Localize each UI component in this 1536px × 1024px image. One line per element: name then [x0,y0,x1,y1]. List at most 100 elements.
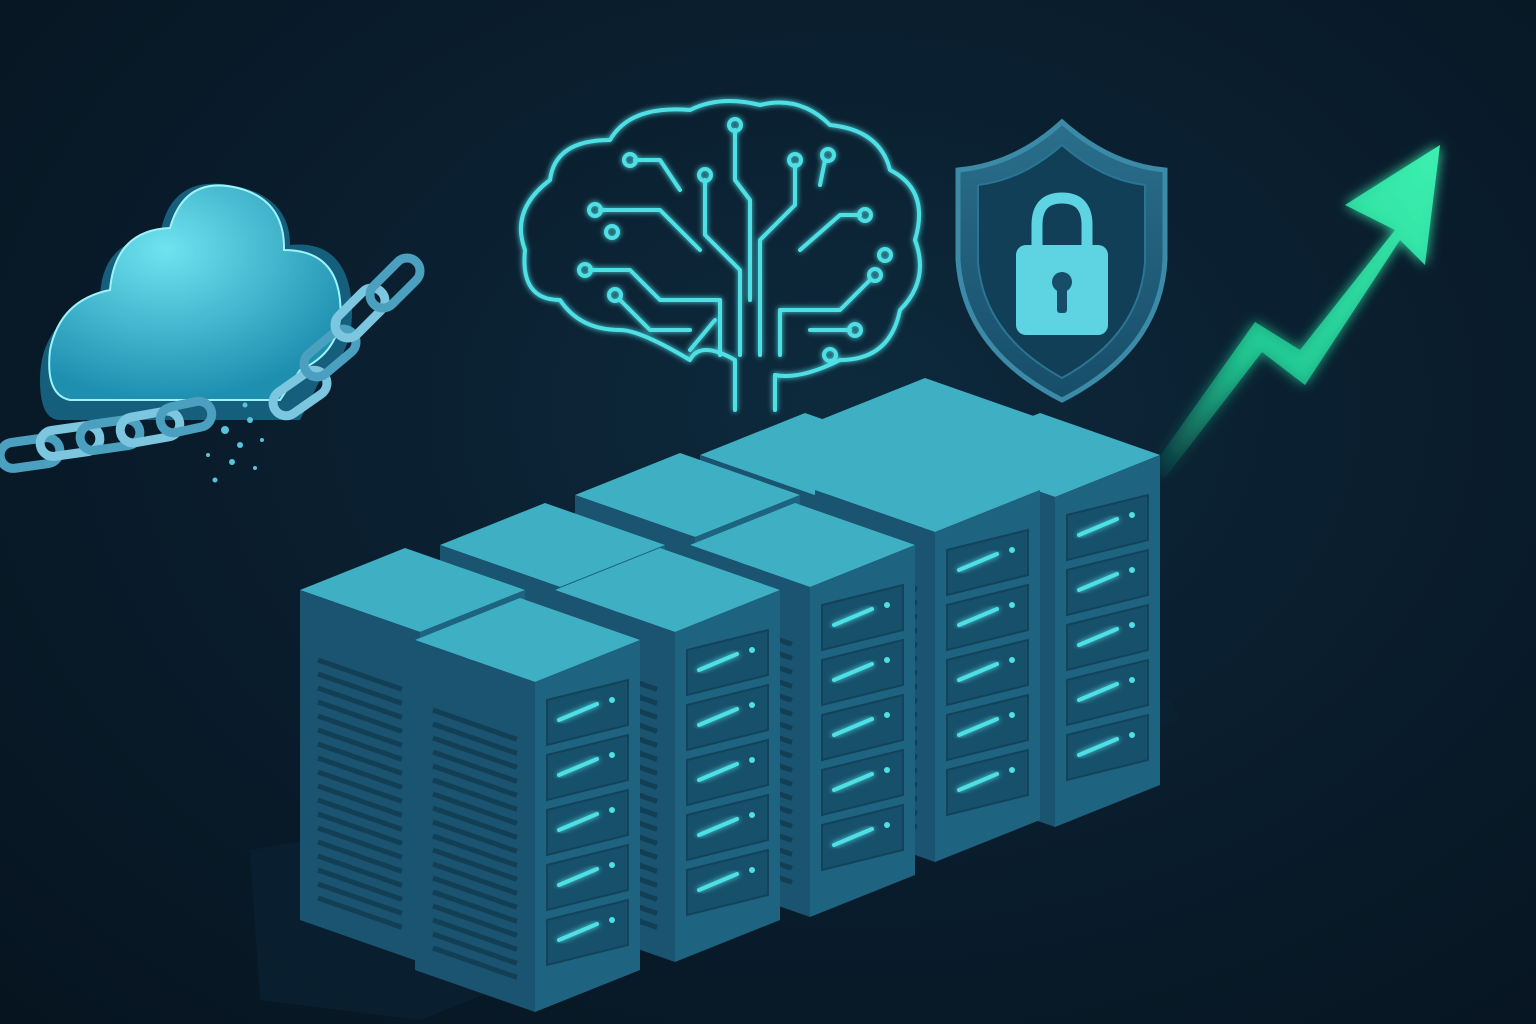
rack-top [690,503,915,587]
drive-led [832,827,874,847]
rack-vent [432,903,518,938]
status-led [884,767,890,773]
status-led [749,812,755,818]
drive-led [697,707,739,727]
rack-vent [432,917,518,952]
rack-side [415,640,535,1012]
rack-vent [432,847,518,882]
rack-vent [432,833,518,868]
status-led [1009,602,1015,608]
drive-bay [821,638,904,707]
drive-bay [686,683,769,752]
rack-side [300,590,420,962]
server-rack [415,598,640,1012]
broken-chain-icon [0,253,425,473]
rack-vent [432,805,518,840]
drive-led [557,702,599,722]
rack-vent [317,811,403,846]
drive-led [557,757,599,777]
status-led [884,602,890,608]
drive-led [957,662,999,682]
drive-bay [686,848,769,917]
rack-vent [432,721,518,756]
drive-led [697,762,739,782]
drive-led [1077,627,1119,647]
rack-vent [317,755,403,790]
status-led [749,702,755,708]
drive-led [832,607,874,627]
rack-vent [317,699,403,734]
drive-led [1077,737,1119,757]
drive-bay [686,738,769,807]
circuit-brain-icon [518,99,922,412]
drive-bay [946,638,1029,707]
drive-led [832,772,874,792]
rack-vent [317,713,403,748]
rack-vent [432,931,518,966]
rack-vent [432,861,518,896]
rack-vent [432,763,518,798]
rack-vent [317,685,403,720]
drive-bay [821,803,904,872]
rack-vent [317,783,403,818]
drive-led [957,552,999,572]
status-led [1009,547,1015,553]
status-led [1129,622,1135,628]
cloud-icon [40,183,352,420]
status-led [749,647,755,653]
drive-led [557,922,599,942]
server-rack-group [300,378,1160,1012]
rack-vent [317,825,403,860]
rack-vent [317,797,403,832]
status-led [1009,767,1015,773]
drive-bay [1066,548,1149,617]
status-led [1009,712,1015,718]
drive-bay [686,793,769,862]
drive-led [957,772,999,792]
drive-led [697,872,739,892]
drive-led [557,812,599,832]
drive-bay [546,678,629,747]
server-rack [555,548,780,962]
drive-led [697,652,739,672]
shield-lock-icon [955,118,1168,403]
status-led [609,752,615,758]
rack-vent [317,769,403,804]
drive-led [1077,682,1119,702]
rack-vent [432,889,518,924]
rack-top [440,503,665,587]
chain-fragment-particles [206,402,264,483]
drive-bay [1066,603,1149,672]
rack-top [575,453,800,537]
status-led [884,822,890,828]
rack-vent [432,791,518,826]
rack-top [415,598,640,682]
status-led [609,697,615,703]
drive-led [1077,572,1119,592]
drive-led [957,717,999,737]
rack-vent [317,867,403,902]
drive-bay [821,693,904,762]
drive-bay [946,583,1029,652]
status-led [1009,657,1015,663]
rack-vent [432,707,518,742]
rack-top [555,548,780,632]
drive-bay [946,748,1029,817]
drive-bay [946,693,1029,762]
drive-led [697,817,739,837]
status-led [1129,512,1135,518]
drive-led [557,867,599,887]
drive-bay [821,583,904,652]
rack-vent [432,777,518,812]
drive-led [832,662,874,682]
status-led [609,862,615,868]
status-led [749,757,755,763]
rack-vent [317,895,403,930]
rack-vent [432,749,518,784]
drive-bay [546,843,629,912]
status-led [884,657,890,663]
status-led [1129,677,1135,683]
drive-led [832,717,874,737]
